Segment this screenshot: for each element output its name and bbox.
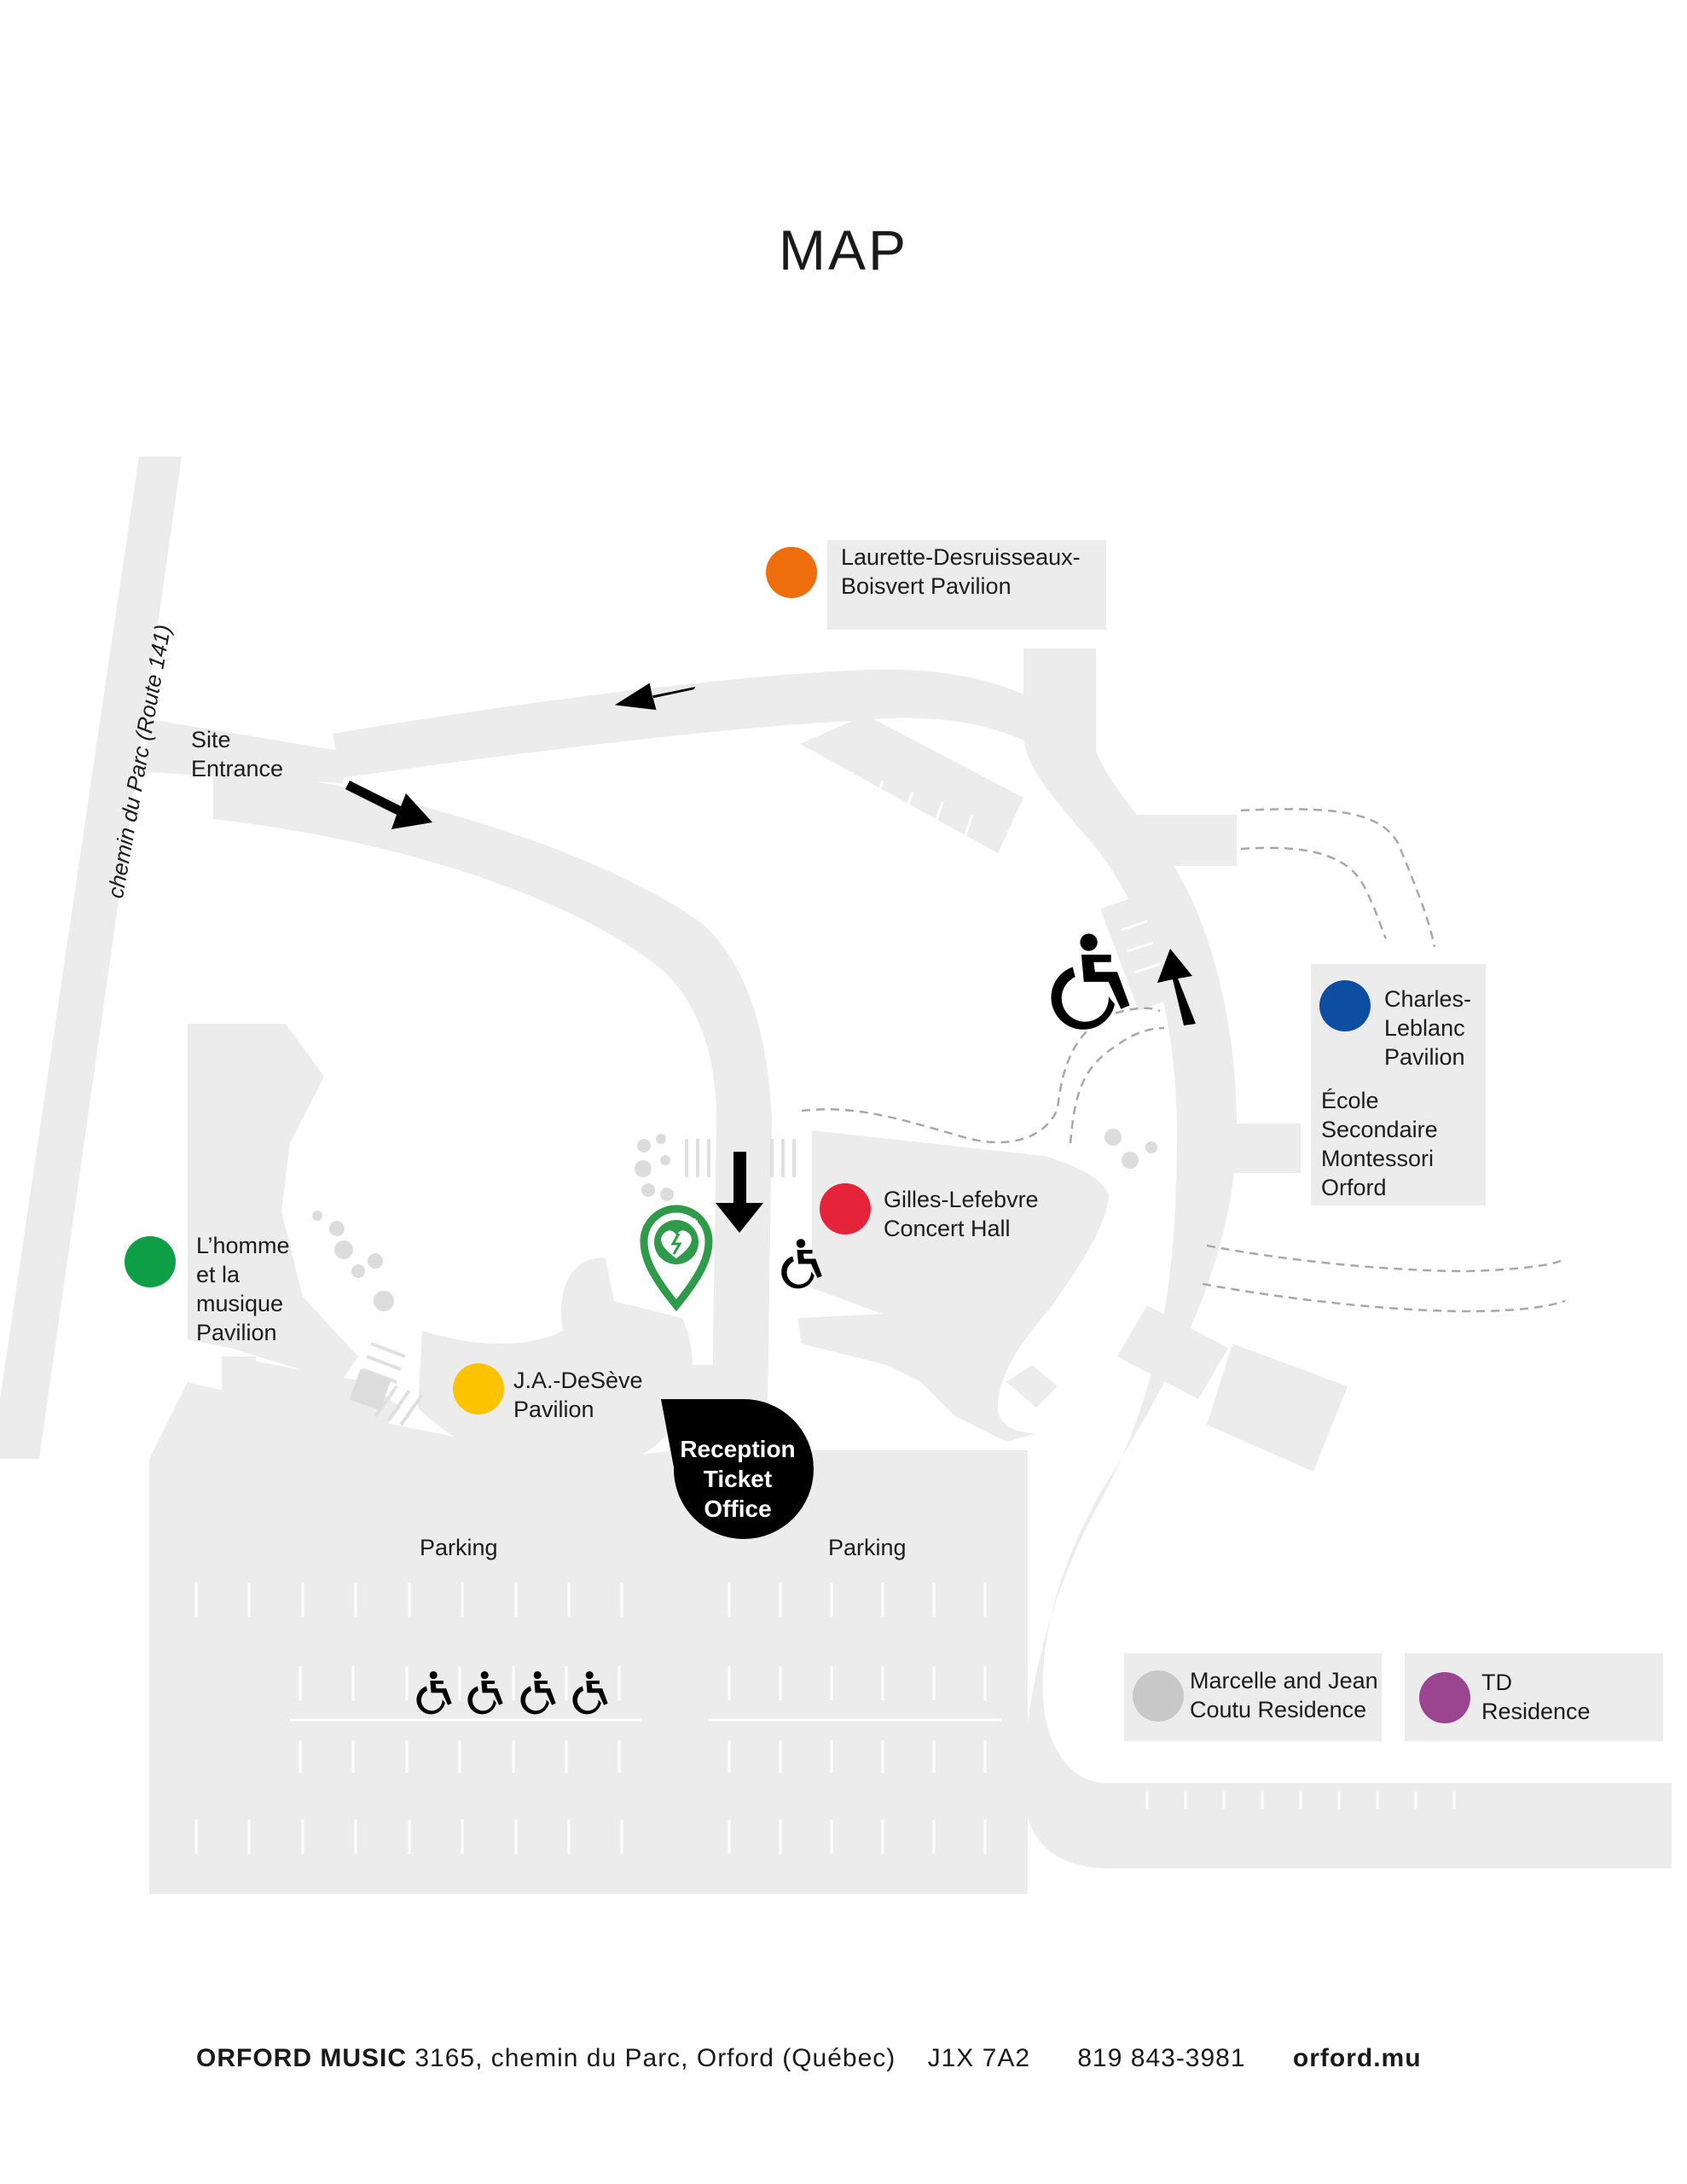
gilles-marker [820,1183,871,1234]
reception-marker [661,1398,814,1539]
map-title: MAP [778,218,909,282]
parking-lines [194,758,1456,1854]
ecole-label: École Secondaire Montessori Orford [1321,1088,1438,1200]
defibrillator-pin-icon [640,1205,713,1312]
arrow-icon [614,682,696,711]
jades-marker [453,1363,504,1414]
arrow-icon [716,1152,763,1233]
jades-label: J.A.-DeSève Pavilion [513,1368,643,1422]
footer-address: 3165, chemin du Parc, Orford (Québec) [415,2044,896,2072]
homme-marker [125,1236,176,1287]
footer-org: ORFORD MUSIC [196,2044,407,2072]
reception-label: Reception [680,1436,795,1462]
footer-postal: J1X 7A2 [927,2044,1031,2072]
parking-left-label: Parking [420,1535,498,1560]
charles-label: Charles- Leblanc Pavilion [1384,986,1472,1070]
footpaths [801,808,1566,1313]
marcelle-marker [1133,1670,1184,1722]
walkway-square [349,1368,391,1411]
footer: ORFORD MUSIC 3165, chemin du Parc, Orfor… [196,2044,1422,2073]
gilles-label: Gilles-Lefebvre Concert Hall [884,1187,1039,1241]
td-label: TD Residence [1481,1670,1591,1724]
footer-website[interactable]: orford.mu [1292,2044,1422,2072]
laurette-marker [766,547,817,598]
arrow-icon [1157,949,1196,1025]
footer-phone: 819 843-3981 [1077,2044,1246,2072]
homme-label: L’homme et la musique Pavilion [196,1233,290,1345]
marcelle-label: Marcelle and Jean Coutu Residence [1190,1668,1378,1722]
office-label: Office [704,1496,771,1522]
laurette-label: Laurette-Desruisseaux- Boisvert Pavilion [841,544,1081,599]
arrow-icon [345,781,432,829]
parking-right-label: Parking [828,1535,907,1560]
roads [0,456,1672,1894]
site-entrance-label: Site Entrance [191,727,284,781]
crosswalks [362,1139,796,1426]
charles-marker [1319,980,1371,1031]
td-marker [1419,1672,1470,1723]
stepping-stones [312,1129,1157,1311]
direction-arrows [345,682,1196,1233]
ticket-label: Ticket [704,1466,772,1492]
